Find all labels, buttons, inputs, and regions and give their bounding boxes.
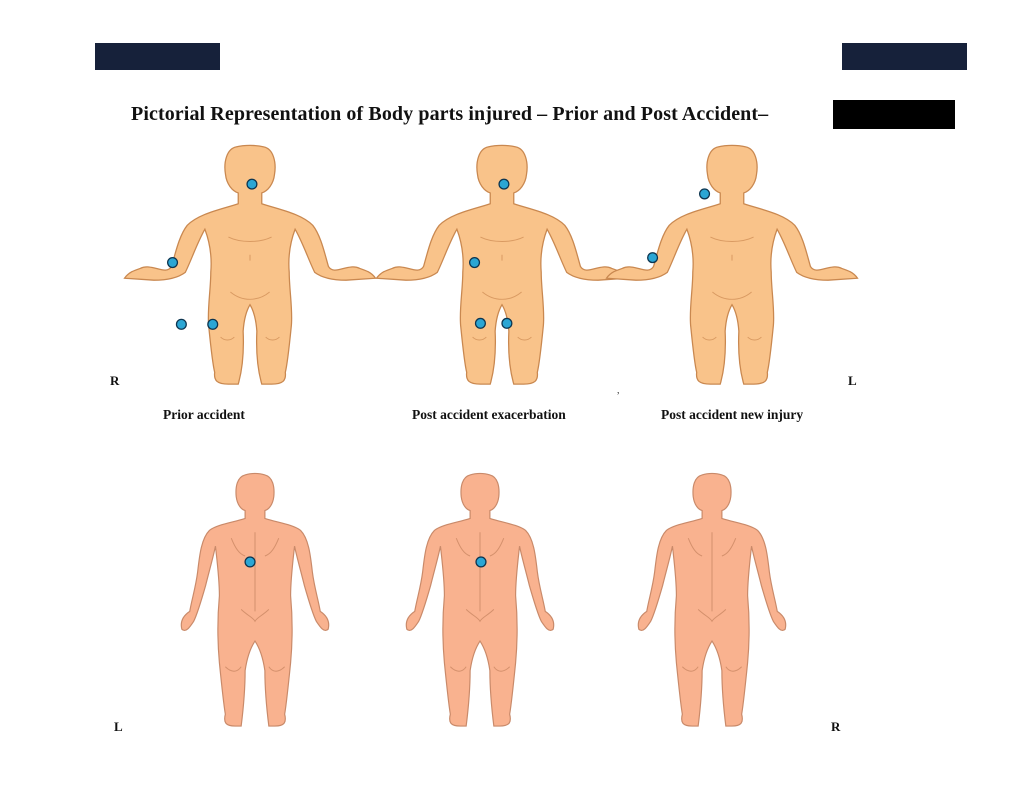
back-figure-post-accident-new-injury (637, 472, 787, 727)
injury-marker-right-wrist (647, 252, 659, 264)
front-body-detail-lines (472, 236, 532, 341)
injury-marker-lower-back (475, 556, 487, 568)
injury-marker-left-knee (501, 317, 513, 329)
front-body-outline (375, 144, 629, 385)
front-side-label-right: L (848, 373, 857, 388)
front-figure-prior-accident (123, 144, 377, 385)
back-body-detail-lines (224, 532, 286, 672)
back-body-detail-lines (681, 532, 743, 672)
injury-marker-lower-back (244, 556, 256, 568)
redaction-bar-left (95, 43, 220, 70)
injury-marker-right-shoulder (699, 188, 711, 200)
page-title: Pictorial Representation of Body parts i… (131, 103, 769, 125)
caption-post-accident-new-injury: Post accident new injury (661, 407, 804, 422)
injury-marker-neck (246, 178, 258, 190)
back-body-detail-lines (449, 532, 511, 672)
caption-post-accident-exacerbation: Post accident exacerbation (412, 407, 566, 422)
injury-marker-right-knee (474, 317, 486, 329)
front-body-outline (123, 144, 377, 385)
front-side-label-left: R (110, 373, 120, 388)
front-body-outline (605, 144, 859, 385)
back-figure-prior-accident (180, 472, 330, 727)
caption-prior-accident: Prior accident (163, 407, 245, 422)
injury-marker-neck (498, 178, 510, 190)
front-figure-post-accident-exacerbation (375, 144, 629, 385)
front-figure-post-accident-new-injury (605, 144, 859, 385)
back-side-label-right: R (831, 719, 841, 734)
back-figure-post-accident-exacerbation (405, 472, 555, 727)
stray-mark: , (617, 385, 620, 396)
front-body-detail-lines (702, 236, 762, 341)
injury-marker-right-knee (175, 318, 187, 330)
redaction-bar-title (833, 100, 955, 129)
injury-marker-right-hip (469, 257, 481, 269)
back-side-label-left: L (114, 719, 123, 734)
injury-marker-left-knee (207, 318, 219, 330)
redaction-bar-right (842, 43, 967, 70)
front-body-detail-lines (220, 236, 280, 341)
injury-marker-right-hip (167, 257, 179, 269)
